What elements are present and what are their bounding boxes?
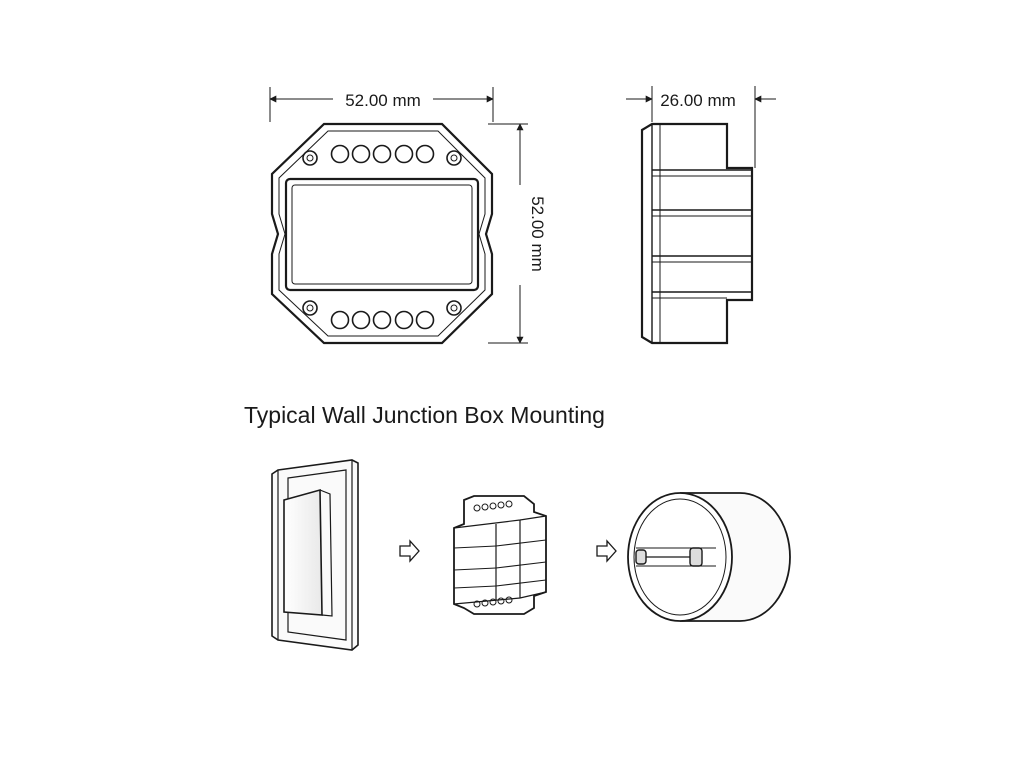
module-top-terminals <box>473 500 513 512</box>
junction-box-screws <box>635 547 703 567</box>
mounting-heading: Typical Wall Junction Box Mounting <box>244 402 605 428</box>
wall-switch-illustration <box>271 459 359 651</box>
width-dimension <box>269 87 494 122</box>
depth-dimension <box>626 86 776 168</box>
height-dimension <box>488 123 528 344</box>
step-arrow-1 <box>399 539 420 563</box>
width-label: 52.00 mm <box>345 91 421 110</box>
bottom-terminal-row <box>330 310 435 330</box>
module-housing-front <box>270 122 494 345</box>
side-view: 26.00 mm <box>626 86 776 345</box>
module-housing-side <box>640 122 754 345</box>
height-label: 52.00 mm <box>528 196 547 272</box>
junction-box-illustration <box>627 492 791 622</box>
step-arrow-2 <box>596 539 617 563</box>
depth-label: 26.00 mm <box>660 91 736 110</box>
mounting-screws <box>302 150 462 316</box>
front-view: 52.00 mm 52.00 mm <box>269 87 547 345</box>
module-illustration <box>453 495 547 615</box>
top-terminal-row <box>330 144 435 164</box>
module-bottom-terminals <box>473 596 513 608</box>
